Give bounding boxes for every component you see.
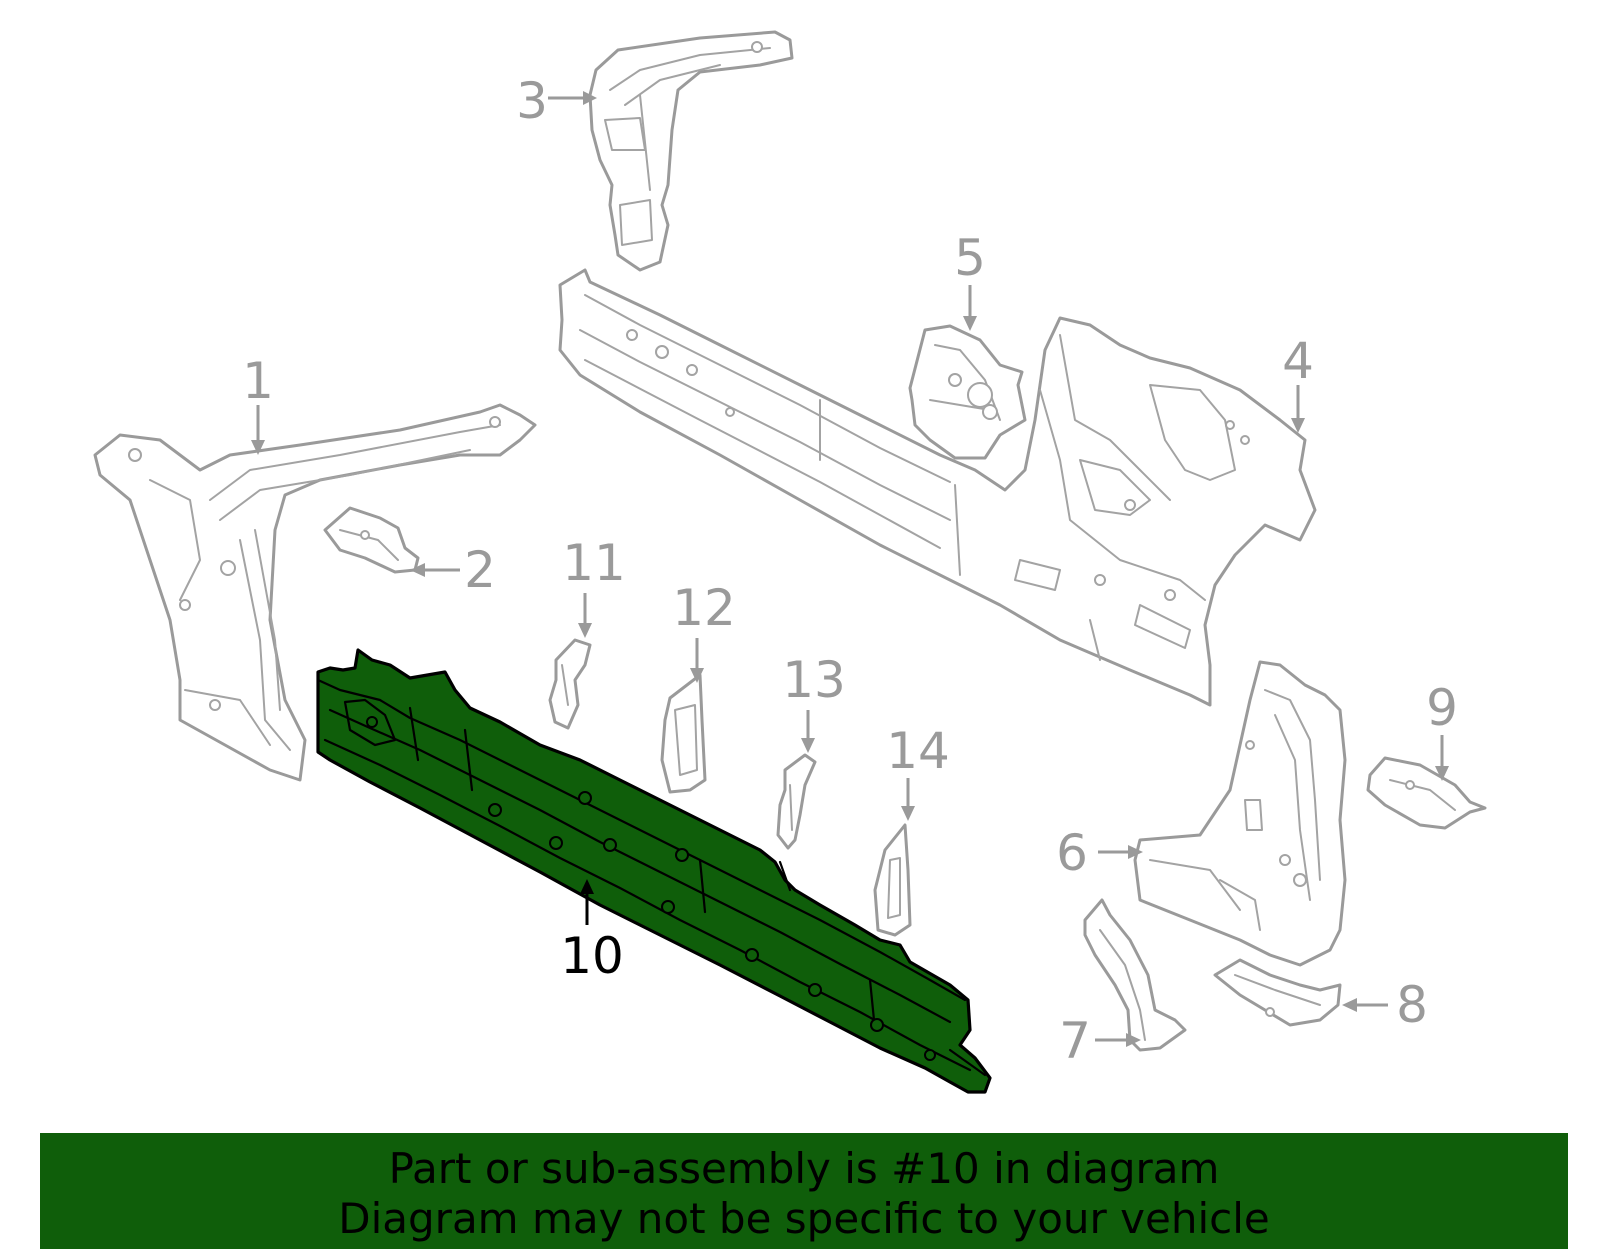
part-7[interactable] bbox=[1083, 898, 1187, 1052]
part-11[interactable] bbox=[548, 638, 592, 730]
banner-line-1: Part or sub-assembly is #10 in diagram bbox=[388, 1144, 1220, 1193]
part-5[interactable] bbox=[908, 324, 1027, 460]
part-10[interactable] bbox=[316, 648, 992, 1094]
callout-11[interactable]: 11 bbox=[562, 534, 626, 592]
info-banner: Part or sub-assembly is #10 in diagram D… bbox=[40, 1133, 1568, 1249]
callout-4[interactable]: 4 bbox=[1282, 332, 1314, 390]
callout-13[interactable]: 13 bbox=[782, 651, 846, 709]
part-12[interactable] bbox=[660, 673, 707, 794]
part-6[interactable] bbox=[1133, 660, 1347, 967]
callout-5[interactable]: 5 bbox=[954, 229, 986, 287]
banner-line-2: Diagram may not be specific to your vehi… bbox=[338, 1194, 1270, 1243]
callout-9[interactable]: 9 bbox=[1426, 679, 1458, 737]
part-4[interactable] bbox=[558, 268, 1317, 707]
callout-labels: 1 2 3 4 5 6 7 8 9 10 11 12 13 14 bbox=[242, 72, 1458, 1070]
part-14[interactable] bbox=[873, 823, 912, 937]
callout-3[interactable]: 3 bbox=[516, 72, 548, 130]
callout-1[interactable]: 1 bbox=[242, 352, 274, 410]
part-2[interactable] bbox=[323, 506, 420, 574]
callout-6[interactable]: 6 bbox=[1056, 824, 1088, 882]
part-8[interactable] bbox=[1213, 958, 1342, 1027]
callout-10[interactable]: 10 bbox=[560, 927, 624, 985]
callout-arrows bbox=[251, 91, 1449, 1047]
callout-2[interactable]: 2 bbox=[464, 541, 496, 599]
callout-7[interactable]: 7 bbox=[1059, 1012, 1091, 1070]
part-13[interactable] bbox=[776, 753, 817, 850]
callout-12[interactable]: 12 bbox=[672, 579, 736, 637]
part-1[interactable] bbox=[93, 403, 537, 782]
part-9[interactable] bbox=[1366, 756, 1487, 830]
part-3[interactable] bbox=[588, 30, 794, 272]
callout-14[interactable]: 14 bbox=[886, 722, 950, 780]
callout-8[interactable]: 8 bbox=[1396, 976, 1428, 1034]
